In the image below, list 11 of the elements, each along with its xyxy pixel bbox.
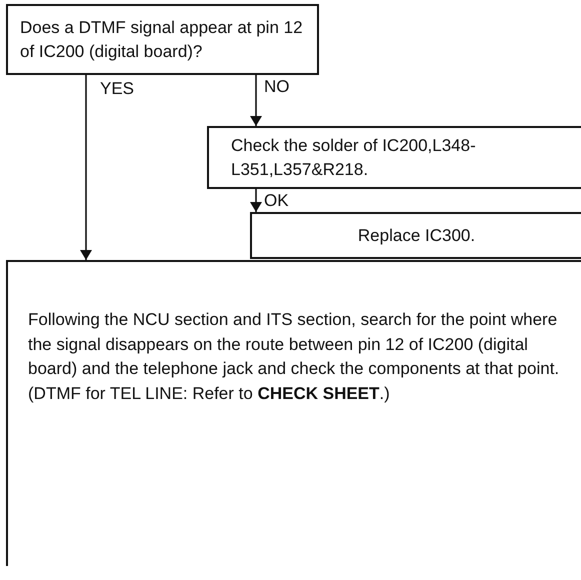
process-box [6, 4, 319, 75]
process-box [250, 212, 581, 259]
arrow [250, 75, 262, 126]
box-text: Check the solder of IC200,L348-L351,L357&R218. [231, 134, 477, 180]
process-box [6, 260, 581, 566]
box-text: Does a DTMF signal appear at pin 12 of IC200 (digital board)? [20, 16, 304, 62]
arrow [80, 75, 92, 260]
arrow [250, 189, 262, 212]
box-text: Replace IC300. [358, 224, 476, 246]
box-text: Following the NCU section and ITS section, search for the point where the signal disappears on the route between pin 12 of IC200 (digital board) and the telephone jack and check the components at that point. (DTMF for TEL LINE: Refer to CHECK SHEET.) [28, 309, 560, 404]
process-box [207, 126, 581, 189]
